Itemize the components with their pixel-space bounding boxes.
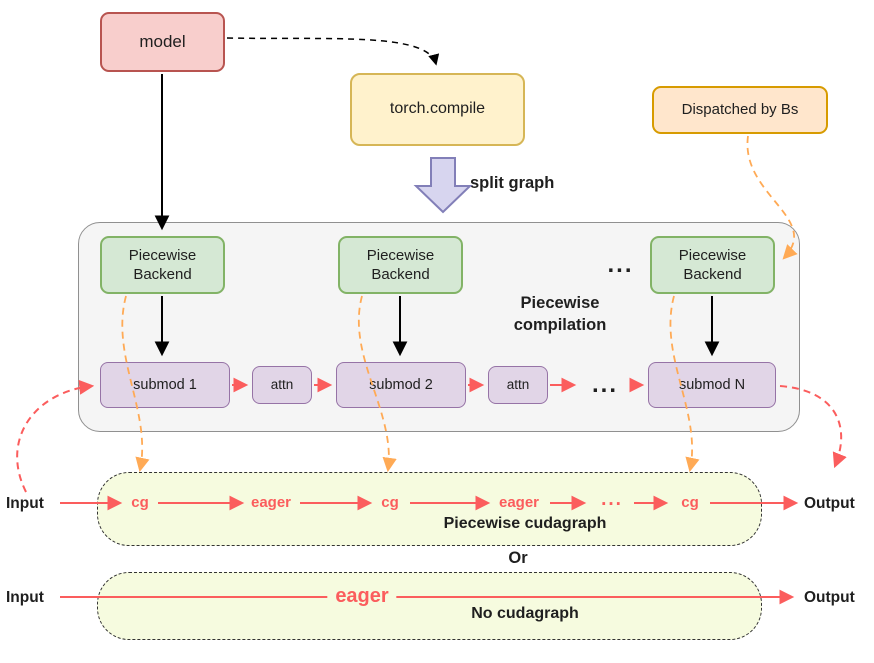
piecewise-cudagraph-container [97, 472, 762, 546]
piecewise-backend-1: Piecewise Backend [100, 236, 225, 294]
piecewise-cudagraph-label: Piecewise cudagraph [443, 515, 607, 532]
model-node: model [100, 12, 225, 72]
or-label: Or [508, 549, 528, 567]
input-label-bottom: Input [6, 589, 44, 606]
cg-3-label: cg [681, 494, 699, 511]
dispatched-by-bs-node: Dispatched by Bs [652, 86, 828, 134]
cg-2-label: cg [381, 494, 399, 511]
submod-n-label: submod N [678, 376, 746, 393]
eager-full-label: eager [327, 585, 397, 608]
submod-2-node: submod 2 [336, 362, 466, 408]
piecewise-backend-2-label: Piecewise Backend [366, 246, 435, 284]
torch-compile-label: torch.compile [389, 100, 486, 118]
cg-row-ellipsis: ... [601, 489, 623, 510]
submod-2-label: submod 2 [369, 376, 433, 393]
eager-1-label: eager [250, 494, 292, 511]
piecewise-backend-2: Piecewise Backend [338, 236, 463, 294]
arrow-model-to-torchcompile [226, 37, 440, 66]
split-graph-arrow-icon [413, 157, 473, 214]
no-cudagraph-container [97, 572, 762, 640]
input-label-top: Input [6, 495, 44, 512]
output-label-top: Output [804, 495, 855, 512]
torch-compile-node: torch.compile [350, 73, 525, 146]
eager-2-label: eager [498, 494, 540, 511]
piecewise-backend-n: Piecewise Backend [650, 236, 775, 294]
no-cudagraph-label: No cudagraph [471, 605, 579, 622]
cg-1-label: cg [131, 494, 149, 511]
piecewise-backend-1-label: Piecewise Backend [128, 246, 197, 284]
model-label: model [139, 31, 186, 51]
attn-1-node: attn [252, 366, 312, 404]
output-label-bottom: Output [804, 589, 855, 606]
submod-ellipsis: ... [591, 371, 618, 398]
dispatched-by-bs-label: Dispatched by Bs [681, 101, 799, 119]
piecewise-compilation-title: Piecewise compilation [513, 294, 607, 335]
attn-1-label: attn [270, 377, 294, 393]
submod-n-node: submod N [648, 362, 776, 408]
backend-ellipsis: ... [607, 251, 634, 278]
attn-2-label: attn [506, 377, 530, 393]
attn-2-node: attn [488, 366, 548, 404]
submod-1-node: submod 1 [100, 362, 230, 408]
split-graph-label: split graph [470, 174, 555, 192]
piecewise-backend-n-label: Piecewise Backend [678, 246, 747, 284]
submod-1-label: submod 1 [133, 376, 197, 393]
